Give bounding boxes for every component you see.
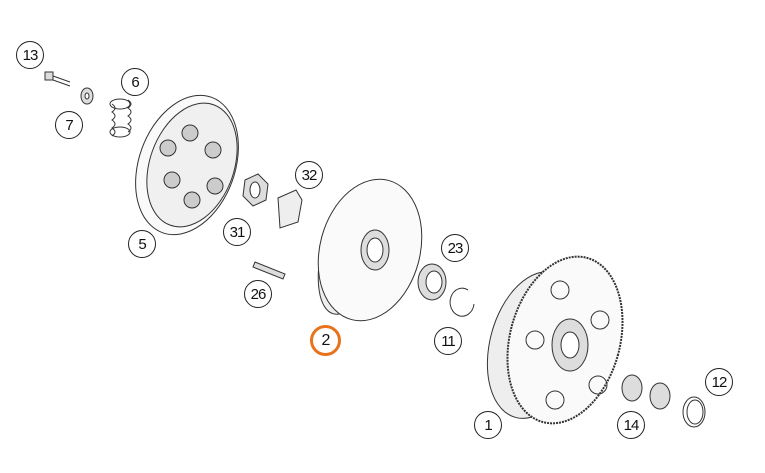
callout-14[interactable]: 14 bbox=[617, 411, 645, 439]
needle-bearing-part bbox=[621, 374, 671, 410]
circlip-part bbox=[449, 287, 475, 317]
thrust-washer-part bbox=[417, 263, 447, 301]
pressure-plate-part bbox=[135, 94, 239, 236]
callout-12[interactable]: 12 bbox=[705, 368, 733, 396]
bolt-part bbox=[44, 71, 71, 87]
lock-washer-part bbox=[277, 189, 303, 229]
callout-31[interactable]: 31 bbox=[223, 218, 251, 246]
callout-32[interactable]: 32 bbox=[295, 161, 323, 189]
pin-part bbox=[252, 261, 286, 280]
nut-part bbox=[242, 173, 269, 207]
callout-6[interactable]: 6 bbox=[121, 68, 149, 96]
spring-part bbox=[109, 98, 132, 138]
outer-clutch-basket-part bbox=[486, 255, 624, 425]
washer-ring-part bbox=[682, 396, 706, 428]
callout-2-active[interactable]: 2 bbox=[310, 325, 341, 356]
callout-13[interactable]: 13 bbox=[16, 41, 44, 69]
callout-1[interactable]: 1 bbox=[474, 411, 502, 439]
washer-part bbox=[80, 87, 94, 105]
callout-11[interactable]: 11 bbox=[434, 327, 462, 355]
callout-23[interactable]: 23 bbox=[441, 234, 469, 262]
callout-7[interactable]: 7 bbox=[55, 111, 83, 139]
inner-clutch-hub-part bbox=[317, 178, 423, 322]
callout-5[interactable]: 5 bbox=[128, 230, 156, 258]
callout-26[interactable]: 26 bbox=[244, 280, 272, 308]
